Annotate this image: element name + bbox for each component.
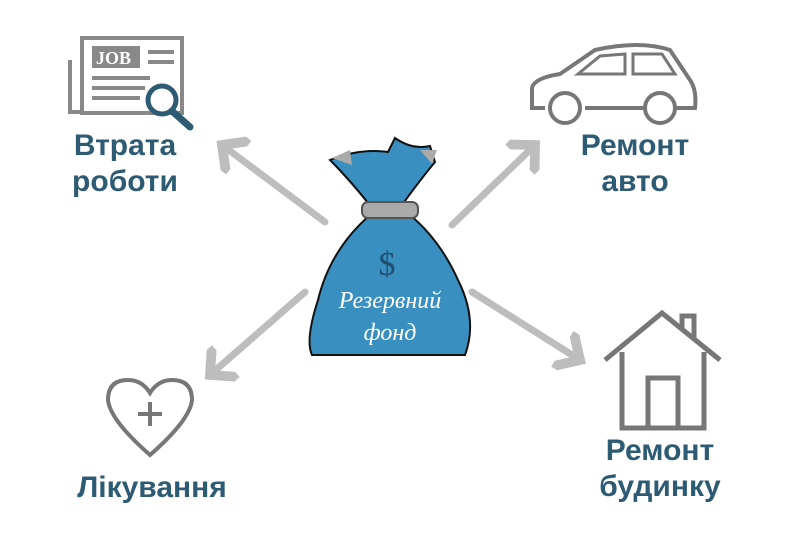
arrow-medical [210,288,309,375]
label-line: Ремонт [580,129,690,162]
bag-label-line2: фонд [364,320,417,346]
label-medical: Лікування [62,470,242,506]
bag-label-line1: Резервний [338,288,441,314]
label-line: Ремонт [605,434,715,467]
arrow-job-loss [222,145,329,226]
label-line: будинку [599,470,721,503]
arrow-car-repair [448,145,535,229]
car-icon [530,43,698,125]
svg-text:JOB: JOB [96,48,131,68]
label-house-repair: Ремонт будинку [580,433,740,505]
dollar-sign: $ [379,246,396,283]
arrow-house-repair [468,288,580,360]
heart-plus-icon [105,377,195,458]
label-job-loss: Втрата роботи [60,128,190,200]
label-line: Втрата [73,129,177,162]
label-line: роботи [72,165,178,198]
money-bag: $ Резервний фонд [308,136,472,356]
house-icon [603,309,722,431]
job-search-icon: JOB [68,36,194,131]
label-car-repair: Ремонт авто [560,128,710,200]
label-line: авто [601,165,669,198]
label-line: Лікування [77,471,227,504]
